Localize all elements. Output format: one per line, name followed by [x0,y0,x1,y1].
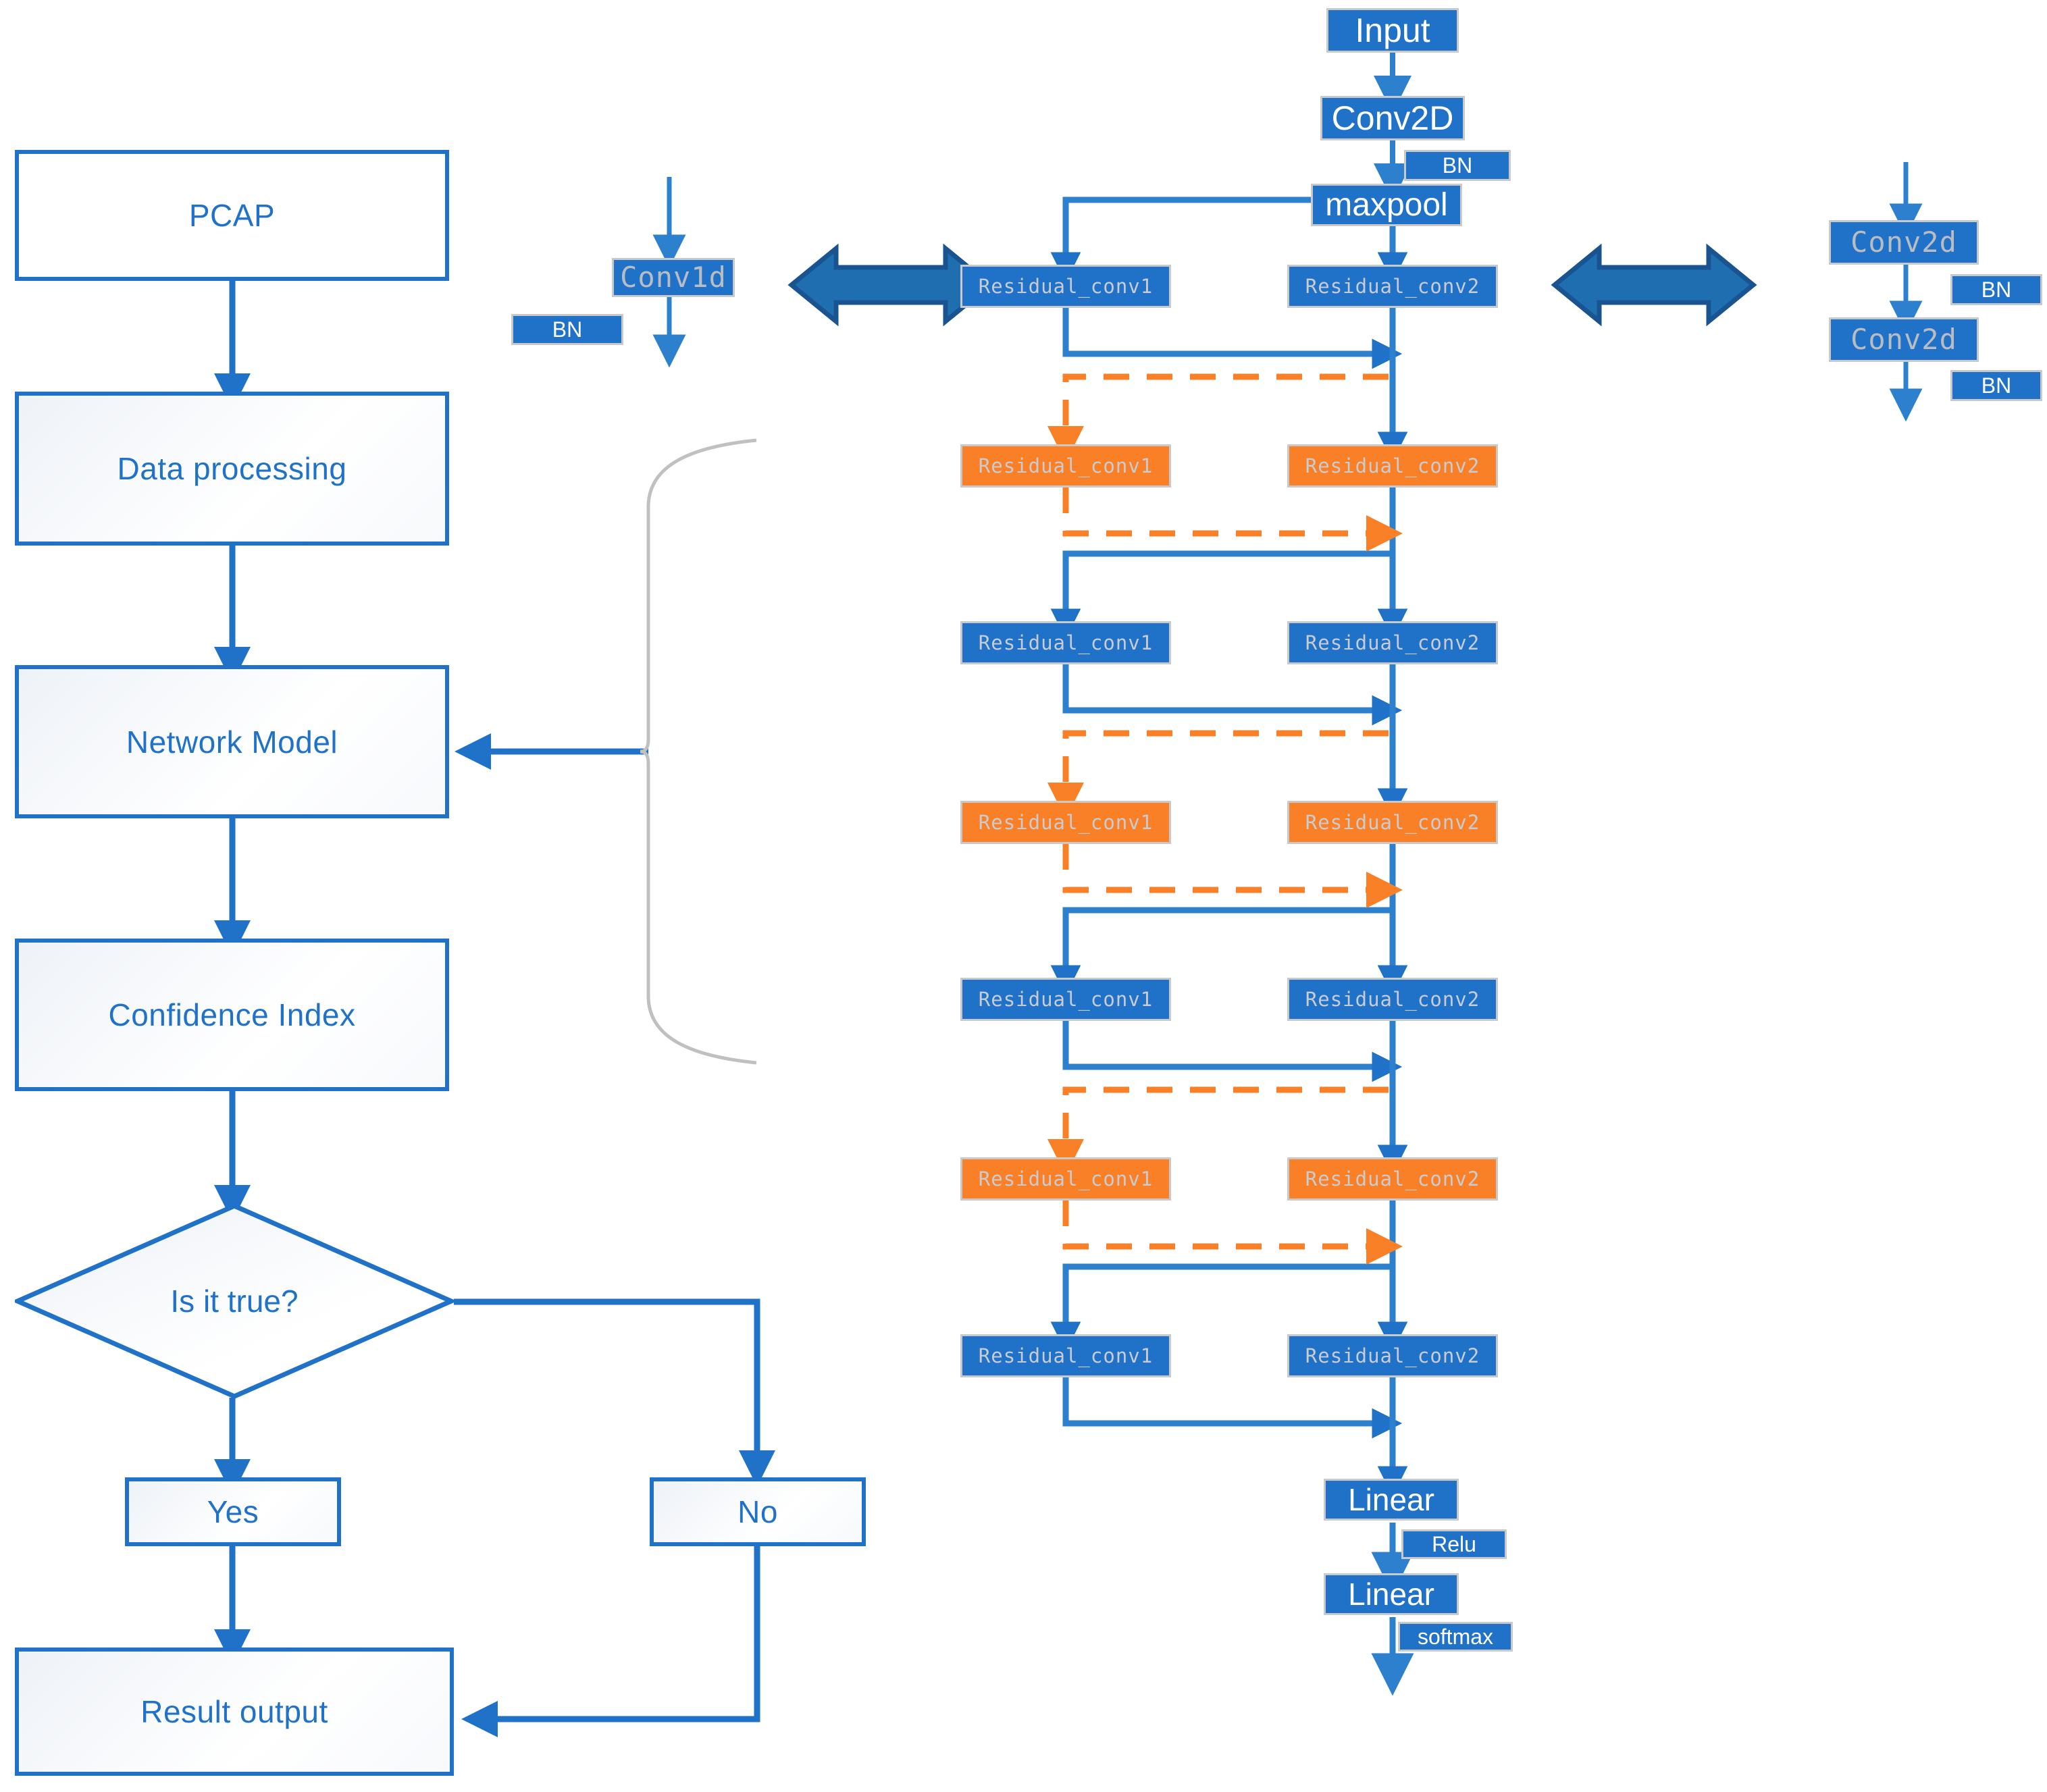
diamond-shape [15,1203,454,1399]
flow-node-data-processing[interactable]: Data processing [15,392,449,546]
network-node-maxpool-label: maxpool [1325,186,1448,223]
residual-row-7-left-label: Residual_conv1 [978,1344,1154,1367]
flow-node-no[interactable]: No [650,1477,866,1546]
flow-node-pcap-label: PCAP [188,198,276,233]
residual-row-6-right[interactable]: Residual_conv2 [1287,1157,1498,1201]
residual-row-3-left-label: Residual_conv1 [978,631,1154,654]
network-node-maxpool[interactable]: maxpool [1311,184,1462,226]
residual-row-4-left[interactable]: Residual_conv1 [960,801,1171,844]
flow-node-decision[interactable]: Is it true? [15,1203,454,1399]
residual-row-1-right-label: Residual_conv2 [1305,274,1480,298]
network-softmax-label: softmax [1417,1625,1494,1649]
conv2d-block-2-label: Conv2d [1850,323,1957,356]
conv2d-block-1[interactable]: Conv2d [1829,220,1979,265]
network-node-conv2d-label: Conv2D [1331,99,1454,137]
flow-node-network-model[interactable]: Network Model [15,665,449,818]
flow-node-confidence-index-label: Confidence Index [108,997,356,1032]
flow-node-decision-label: Is it true? [170,1284,299,1319]
network-node-linear-2-label: Linear [1348,1577,1434,1612]
network-relu-badge[interactable]: Relu [1401,1529,1507,1559]
conv1d-block-label: Conv1d [620,261,727,294]
residual-row-4-right-label: Residual_conv2 [1305,810,1480,834]
network-softmax-badge[interactable]: softmax [1398,1622,1513,1652]
flow-node-no-label: No [737,1494,778,1529]
flow-node-yes-label: Yes [207,1494,259,1529]
residual-row-7-right[interactable]: Residual_conv2 [1287,1334,1498,1377]
residual-row-7-left[interactable]: Residual_conv1 [960,1334,1171,1377]
residual-row-3-left[interactable]: Residual_conv1 [960,621,1171,664]
conv1d-block[interactable]: Conv1d [612,258,735,297]
residual-row-2-right[interactable]: Residual_conv2 [1287,444,1498,487]
flow-node-data-processing-label: Data processing [117,451,347,486]
network-head-bn-badge[interactable]: BN [1404,150,1511,181]
conv2d-bn-badge-1-label: BN [1981,278,2012,302]
grouping-brace [640,438,757,1065]
residual-row-5-right[interactable]: Residual_conv2 [1287,978,1498,1021]
residual-row-5-right-label: Residual_conv2 [1305,987,1480,1011]
conv2d-bn-badge-2-label: BN [1981,373,2012,398]
network-node-conv2d[interactable]: Conv2D [1320,96,1465,140]
flow-node-yes[interactable]: Yes [125,1477,341,1546]
residual-row-2-right-label: Residual_conv2 [1305,454,1480,477]
conv2d-block-2[interactable]: Conv2d [1829,317,1979,362]
residual-row-2-left[interactable]: Residual_conv1 [960,444,1171,487]
residual-row-3-right-label: Residual_conv2 [1305,631,1480,654]
network-relu-label: Relu [1432,1532,1476,1556]
equivalence-double-arrow-right [1551,243,1757,327]
residual-row-1-left-label: Residual_conv1 [978,274,1154,298]
residual-row-3-right[interactable]: Residual_conv2 [1287,621,1498,664]
flow-node-network-model-label: Network Model [126,724,338,760]
flow-node-result-output-label: Result output [140,1694,328,1729]
residual-row-1-right[interactable]: Residual_conv2 [1287,265,1498,308]
residual-row-6-right-label: Residual_conv2 [1305,1167,1480,1190]
residual-row-6-left[interactable]: Residual_conv1 [960,1157,1171,1201]
residual-row-4-right[interactable]: Residual_conv2 [1287,801,1498,844]
flow-node-confidence-index[interactable]: Confidence Index [15,939,449,1091]
conv1d-bn-badge[interactable]: BN [511,314,623,345]
network-node-input[interactable]: Input [1326,8,1459,53]
residual-row-5-left[interactable]: Residual_conv1 [960,978,1171,1021]
network-residual-edges [1050,196,1414,1696]
residual-row-7-right-label: Residual_conv2 [1305,1344,1480,1367]
network-node-linear-1[interactable]: Linear [1324,1479,1459,1521]
residual-row-6-left-label: Residual_conv1 [978,1167,1154,1190]
conv1d-bn-label: BN [552,317,583,342]
network-node-linear-2[interactable]: Linear [1324,1573,1459,1615]
network-node-input-label: Input [1355,11,1430,49]
residual-row-4-left-label: Residual_conv1 [978,810,1154,834]
conv2d-bn-badge-2[interactable]: BN [1950,370,2042,401]
conv2d-block-1-label: Conv2d [1850,226,1957,259]
network-node-linear-1-label: Linear [1348,1482,1434,1517]
network-head-bn-label: BN [1442,153,1473,178]
residual-row-5-left-label: Residual_conv1 [978,987,1154,1011]
residual-row-2-left-label: Residual_conv1 [978,454,1154,477]
flow-node-pcap[interactable]: PCAP [15,150,449,281]
residual-row-1-left[interactable]: Residual_conv1 [960,265,1171,308]
flow-node-result-output[interactable]: Result output [15,1648,454,1776]
conv2d-bn-badge-1[interactable]: BN [1950,274,2042,305]
